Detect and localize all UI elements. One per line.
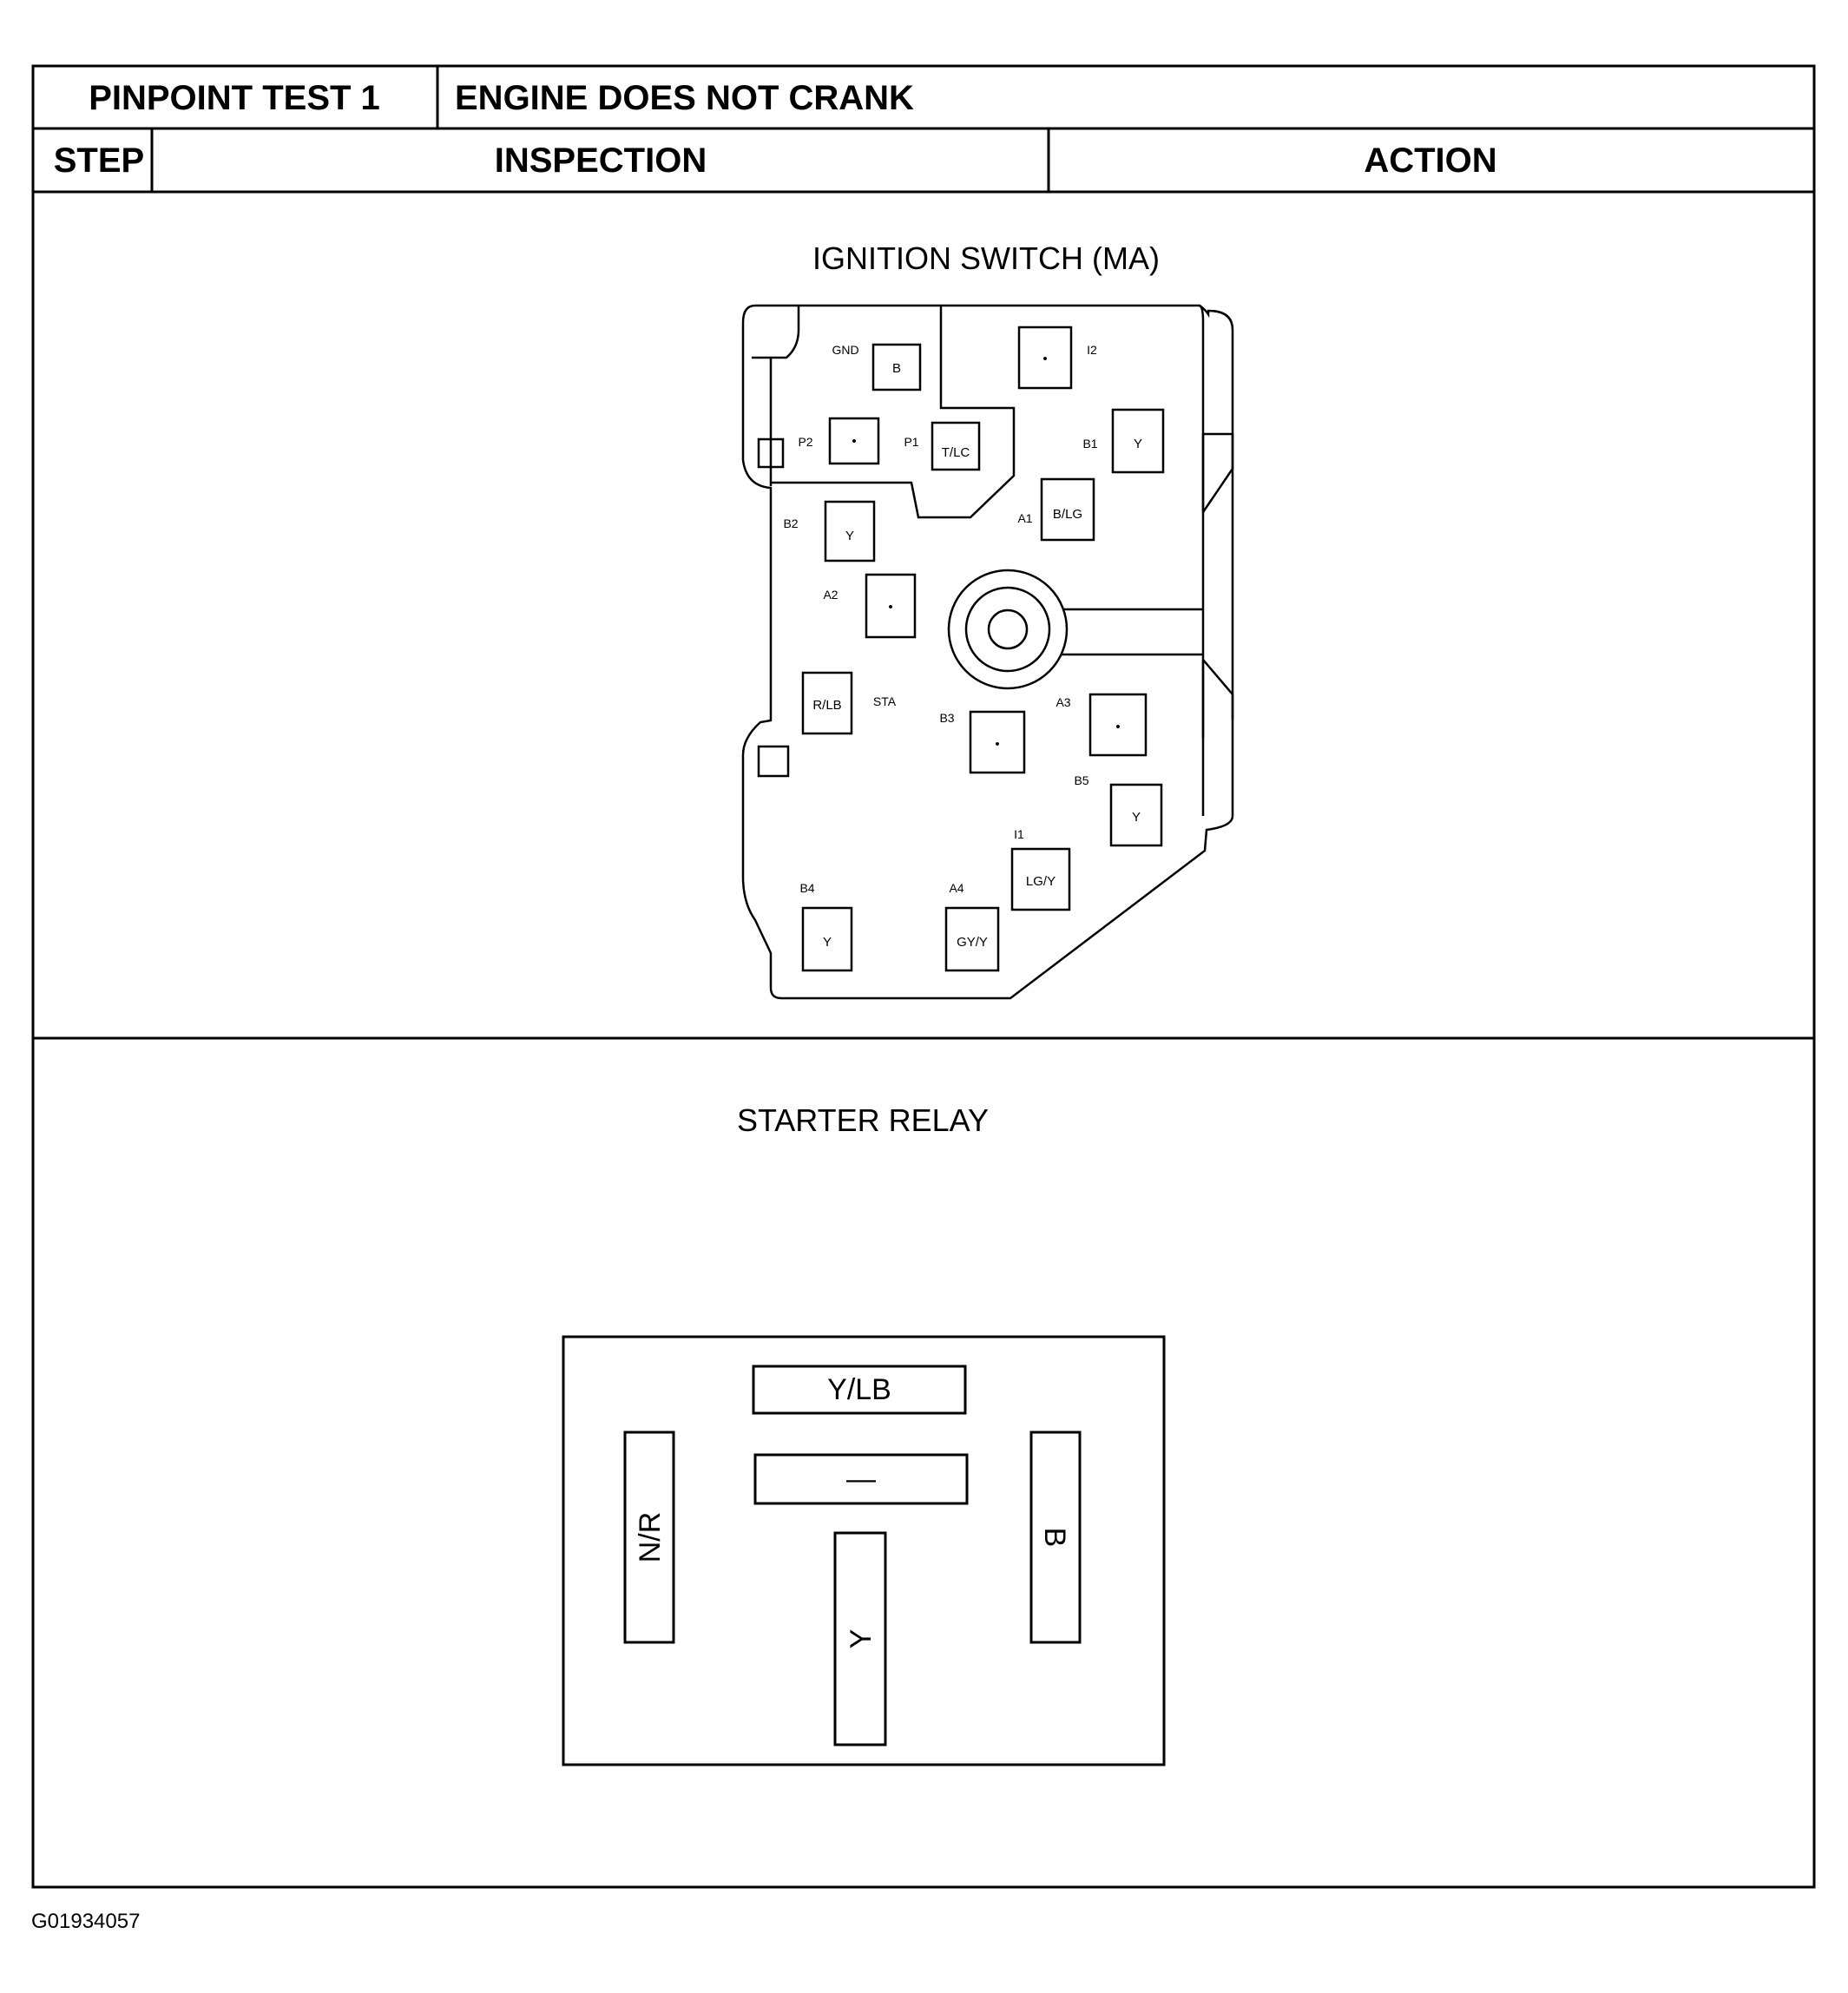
terminal-b3-box: [969, 710, 1026, 774]
terminal-id-a4: A4: [949, 881, 963, 895]
relay-terminal-top: [752, 1365, 967, 1415]
terminal-b5-box: [1109, 783, 1163, 847]
terminal-id-b4: B4: [799, 881, 814, 895]
terminal-a1-box: [1040, 477, 1095, 542]
wire-label-p2: •: [852, 434, 856, 449]
figure-id: G01934057: [31, 1910, 141, 1933]
ignition-switch-caption: IGNITION SWITCH (MA): [812, 240, 1160, 276]
starter-relay-connector: [562, 1335, 1166, 1766]
ignition-switch-connector: [741, 304, 1234, 1000]
terminal-id-a3: A3: [1056, 695, 1070, 709]
terminal-gnd-box: [871, 343, 922, 391]
col-step: STEP: [54, 141, 144, 180]
terminal-id-a1: A1: [1017, 511, 1032, 525]
starter-relay-caption: STARTER RELAY: [737, 1102, 989, 1138]
terminal-id-b1: B1: [1082, 437, 1097, 451]
wire-label-a1: B/LG: [1053, 507, 1082, 522]
terminal-id-b2: B2: [783, 516, 798, 530]
terminal-id-i1: I1: [1014, 827, 1024, 841]
relay-body: [562, 1335, 1166, 1766]
relay-terminal-bottom: [833, 1531, 887, 1746]
wire-label-b5: Y: [1132, 810, 1141, 825]
col-action: ACTION: [1364, 141, 1496, 180]
wire-label-a3: •: [1115, 720, 1120, 734]
relay-label-bottom: Y: [845, 1629, 878, 1649]
terminal-id-p1: P1: [904, 435, 918, 449]
ignition-terminals: [801, 326, 1165, 972]
relay-label-right: B: [1038, 1528, 1071, 1548]
terminal-b4-box: [801, 906, 853, 972]
terminal-id-b5: B5: [1074, 773, 1088, 787]
relay-label-top: Y/LB: [827, 1373, 891, 1406]
relay-terminal-right: [1029, 1431, 1082, 1644]
wire-label-b4: Y: [823, 935, 832, 950]
relay-terminal-left: [623, 1431, 675, 1644]
terminal-b2-box: [824, 500, 876, 562]
wire-label-sta: R/LB: [812, 698, 841, 713]
wire-label-p1: T/LC: [942, 445, 970, 460]
test-label: PINPOINT TEST 1: [89, 79, 380, 117]
wire-label-b2: Y: [845, 529, 854, 543]
table-frame: [31, 64, 1816, 1889]
wire-label-b3: •: [995, 737, 999, 752]
terminal-sta-box: [801, 671, 853, 735]
terminal-id-gnd: GND: [832, 343, 858, 357]
test-title: ENGINE DOES NOT CRANK: [455, 79, 914, 117]
terminal-p2-box: [828, 417, 880, 465]
wire-label-b1: Y: [1134, 437, 1142, 451]
terminal-i2-box: [1017, 326, 1073, 390]
terminal-id-p2: P2: [798, 435, 812, 449]
relay-label-left: N/R: [634, 1512, 667, 1563]
relay-terminal-middle: [753, 1453, 969, 1505]
wire-label-a4: GY/Y: [957, 935, 988, 950]
wire-label-a2: •: [888, 600, 892, 615]
terminal-p1-box: [931, 421, 981, 471]
terminal-a2-box: [865, 573, 917, 639]
col-inspection: INSPECTION: [495, 141, 707, 180]
wire-label-i1: LG/Y: [1026, 874, 1056, 889]
ignition-terminal-wire-labels: B • • T/LC Y B/LG Y • R/LB • • Y LG/Y Y …: [812, 352, 1142, 950]
terminal-b1-box: [1111, 408, 1165, 474]
starter-relay-labels: Y/LB — N/R B Y: [634, 1373, 1071, 1648]
terminal-id-i2: I2: [1087, 343, 1097, 357]
wire-label-i2: •: [1042, 352, 1047, 366]
terminal-id-a2: A2: [823, 588, 838, 602]
terminal-id-sta: STA: [873, 694, 897, 708]
relay-label-middle: —: [846, 1463, 876, 1496]
terminal-a3-box: [1088, 693, 1148, 757]
terminal-a4-box: [944, 906, 1000, 972]
terminal-id-b3: B3: [939, 711, 954, 725]
wire-label-gnd: B: [892, 361, 901, 376]
terminal-i1-box: [1010, 847, 1071, 911]
ignition-terminal-ids: GND I2 P2 P1 B1 A1 B2 A2 STA B3 A3 B5 I1…: [783, 343, 1097, 895]
